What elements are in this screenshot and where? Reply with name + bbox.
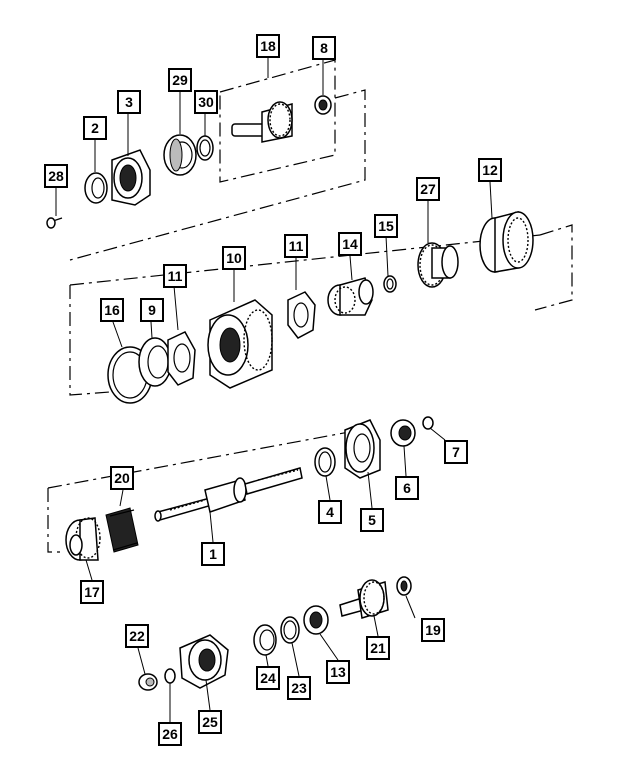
callout-16[interactable]: 16: [100, 298, 124, 322]
callout-3[interactable]: 3: [117, 90, 141, 114]
group-outline-middle: [69, 224, 573, 396]
part-17-gear: [65, 517, 101, 561]
group-outline-lower: [47, 429, 361, 553]
callout-24[interactable]: 24: [256, 666, 280, 690]
part-2-seal: [84, 172, 108, 204]
callout-27[interactable]: 27: [416, 177, 440, 201]
part-22-nut: [138, 673, 158, 691]
callout-14[interactable]: 14: [338, 232, 362, 256]
part-26-washer: [164, 668, 176, 684]
callout-26[interactable]: 26: [158, 722, 182, 746]
callout-29[interactable]: 29: [168, 68, 192, 92]
part-1-main-shaft: [154, 467, 303, 522]
part-27-gear: [417, 242, 459, 288]
callout-15[interactable]: 15: [374, 214, 398, 238]
leader-lines: [55, 58, 493, 722]
part-8-pilot-bearing: [314, 95, 332, 115]
part-12-annulus-gear: [479, 211, 534, 273]
part-9-thrust-washer: [138, 337, 172, 387]
part-30-snap-ring: [196, 135, 214, 161]
part-11-washer-right: [287, 291, 316, 339]
callout-1[interactable]: 1: [201, 542, 225, 566]
part-6-bearing: [390, 419, 416, 447]
callout-23[interactable]: 23: [287, 676, 311, 700]
part-25-yoke: [179, 634, 229, 689]
part-19-bearing: [396, 576, 412, 596]
callout-18[interactable]: 18: [256, 34, 280, 58]
part-4-ring: [314, 447, 336, 477]
group-outline-top: [69, 59, 366, 261]
callout-22[interactable]: 22: [125, 624, 149, 648]
part-18-input-shaft: [231, 101, 293, 143]
part-10-planetary-carrier: [207, 299, 273, 389]
callout-25[interactable]: 25: [198, 710, 222, 734]
part-5-housing: [344, 419, 381, 479]
callout-17[interactable]: 17: [80, 580, 104, 604]
callout-19[interactable]: 19: [421, 618, 445, 642]
callout-13[interactable]: 13: [326, 660, 350, 684]
callout-20[interactable]: 20: [110, 466, 134, 490]
part-14-sun-gear: [327, 277, 374, 316]
callout-7[interactable]: 7: [444, 440, 468, 464]
part-23-snap-ring: [280, 616, 300, 644]
part-20-needle-bearing: [105, 507, 139, 553]
part-24-seal: [253, 624, 277, 656]
part-15-snap-ring: [383, 275, 397, 293]
callout-8[interactable]: 8: [312, 36, 336, 60]
callout-30[interactable]: 30: [194, 90, 218, 114]
callout-11-right[interactable]: 11: [284, 234, 308, 258]
callout-2[interactable]: 2: [83, 116, 107, 140]
part-11-washer-left: [167, 331, 196, 386]
part-21-output-shaft: [339, 579, 389, 619]
callout-10[interactable]: 10: [222, 246, 246, 270]
part-7-snap-ring: [422, 416, 434, 430]
callout-11-left[interactable]: 11: [163, 264, 187, 288]
callout-6[interactable]: 6: [395, 476, 419, 500]
callout-4[interactable]: 4: [318, 500, 342, 524]
part-13-bearing: [303, 605, 329, 635]
part-29-bearing: [163, 134, 197, 176]
part-3-retainer: [111, 149, 151, 206]
part-28-bolt: [46, 217, 63, 229]
callout-21[interactable]: 21: [366, 636, 390, 660]
callout-28[interactable]: 28: [44, 164, 68, 188]
callout-12[interactable]: 12: [478, 158, 502, 182]
callout-5[interactable]: 5: [360, 508, 384, 532]
callout-9[interactable]: 9: [140, 298, 164, 322]
